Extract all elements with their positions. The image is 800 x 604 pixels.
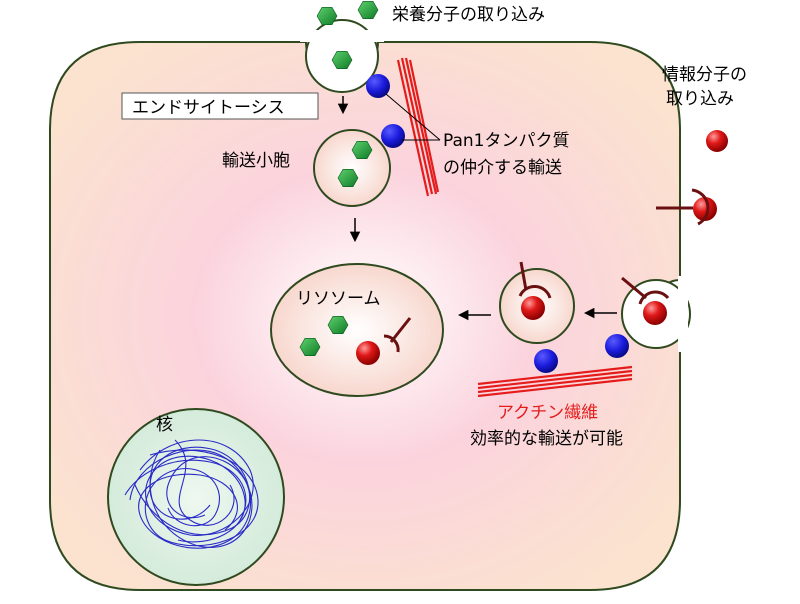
receptor-icon [621, 276, 670, 305]
info-molecule-icon [521, 296, 545, 320]
transport-vesicle [313, 129, 391, 207]
info-uptake-label-line2: 取り込み [666, 89, 734, 109]
dna-tangle-icon [124, 439, 259, 549]
pan1-label-line1: Pan1タンパク質 [443, 131, 570, 151]
info-uptake-label-line1: 情報分子の [662, 65, 747, 85]
nucleus [107, 408, 285, 586]
actin-fiber-top [396, 57, 440, 197]
transport-vesicle-label: 輸送小胞 [222, 151, 290, 171]
lysosome-label: リソソーム [296, 289, 381, 309]
pan1-leader-line [385, 93, 441, 141]
nutrient-uptake-label: 栄養分子の取り込み [392, 5, 545, 25]
endocytosis-label: エンドサイトーシス [132, 98, 285, 118]
actin-fiber-bottom [477, 365, 633, 398]
lysosome [270, 263, 444, 397]
info-molecule-icon [706, 130, 728, 152]
receptor-icon [383, 317, 412, 353]
info-molecule-icon [643, 301, 667, 325]
membrane-receptor [656, 188, 717, 226]
info-vesicle [499, 261, 575, 344]
endocytosis-label-box [121, 92, 319, 120]
receptor-icon [518, 261, 552, 299]
info-molecule-icon [356, 341, 380, 365]
info-molecule-icon [693, 197, 717, 221]
pan1-protein-icon [605, 334, 629, 358]
nucleus-label: 核 [156, 415, 173, 435]
pan1-protein-icon [381, 124, 405, 148]
pan1-label-line2: の仲介する輸送 [443, 158, 562, 178]
efficient-transport-label: 効率的な輸送が可能 [470, 429, 623, 449]
actin-fiber-label: アクチン繊維 [497, 403, 598, 423]
receptor-icon [656, 188, 710, 226]
pan1-protein-icon [366, 74, 390, 98]
endocytosis-pocket [300, 19, 384, 93]
pocket-receptor [621, 276, 670, 325]
nutrient-hexagon-icon [357, 1, 379, 19]
pan1-protein-icon [534, 349, 558, 373]
